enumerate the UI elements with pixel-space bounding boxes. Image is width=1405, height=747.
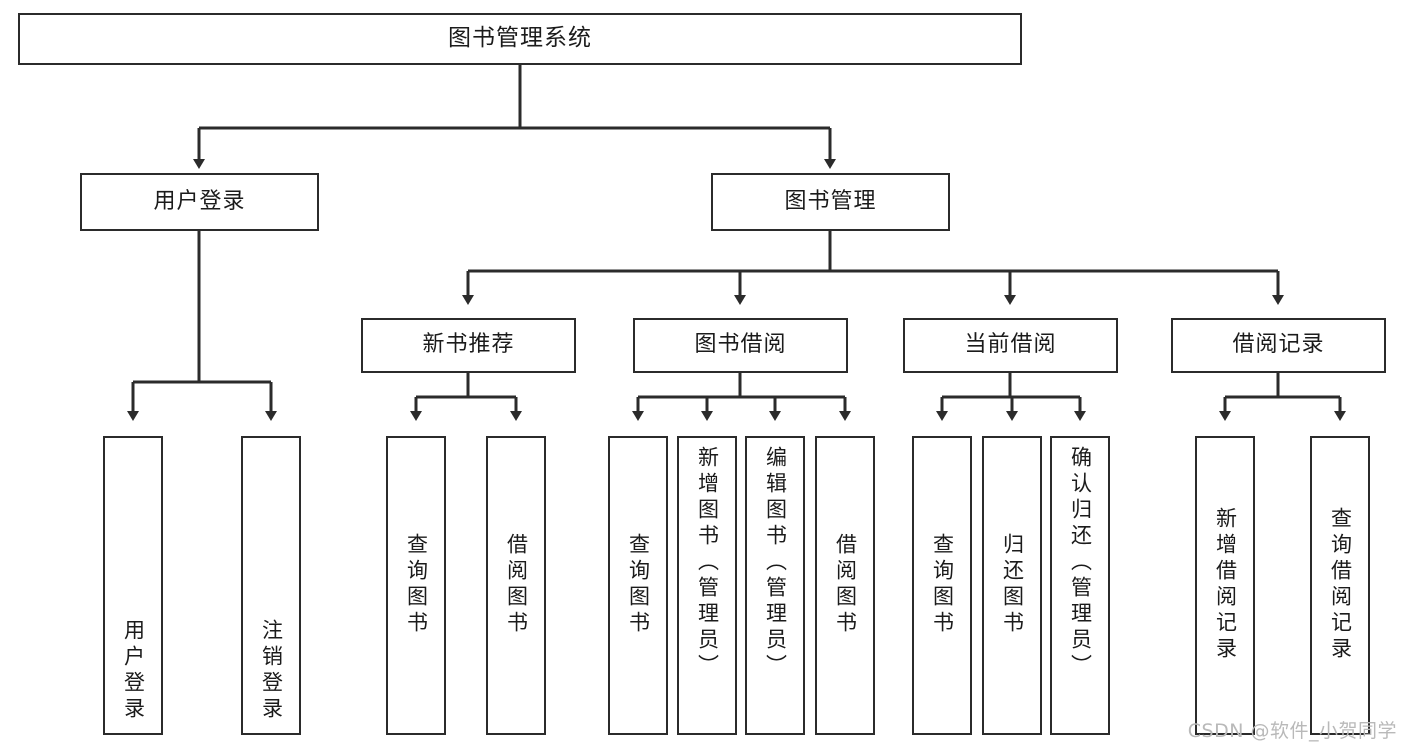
node-label: 借阅图书 xyxy=(833,532,858,637)
node-new-book-recommend[interactable]: 新书推荐 xyxy=(361,318,576,373)
node-label: 查询图书 xyxy=(404,532,429,637)
node-label: 查询图书 xyxy=(626,532,651,637)
node-label: 借阅记录 xyxy=(1232,332,1325,358)
node-label: 新书推荐 xyxy=(422,332,515,358)
node-book-borrow[interactable]: 图书借阅 xyxy=(633,318,848,373)
leaf-confirm-return[interactable]: 确认归还（管理员） xyxy=(1050,436,1110,735)
watermark: CSDN @软件_小贺同学 xyxy=(1187,720,1397,742)
leaf-borrow-book-2[interactable]: 借阅图书 xyxy=(815,436,875,735)
node-label: 新增借阅记录 xyxy=(1213,506,1238,663)
leaf-borrow-book-1[interactable]: 借阅图书 xyxy=(486,436,546,735)
leaf-return-book[interactable]: 归还图书 xyxy=(982,436,1042,735)
node-label: 当前借阅 xyxy=(964,332,1057,358)
node-label: 用户登录 xyxy=(121,619,146,723)
leaf-query-book-1[interactable]: 查询图书 xyxy=(386,436,446,735)
leaf-add-borrow-record[interactable]: 新增借阅记录 xyxy=(1195,436,1255,735)
node-label: 用户登录 xyxy=(153,188,246,214)
node-label: 图书借阅 xyxy=(694,332,787,358)
node-label: 图书管理系统 xyxy=(448,25,592,52)
leaf-query-borrow-record[interactable]: 查询借阅记录 xyxy=(1310,436,1370,735)
node-book-management[interactable]: 图书管理 xyxy=(711,173,950,231)
node-label: 注销登录 xyxy=(259,619,284,723)
leaf-add-book[interactable]: 新增图书（管理员） xyxy=(677,436,737,735)
node-label: 新增图书（管理员） xyxy=(695,446,720,680)
leaf-query-book-2[interactable]: 查询图书 xyxy=(608,436,668,735)
node-label: 图书管理 xyxy=(784,188,877,214)
node-current-borrow[interactable]: 当前借阅 xyxy=(903,318,1118,373)
node-label: 归还图书 xyxy=(1000,532,1025,637)
node-label: 查询图书 xyxy=(930,532,955,637)
leaf-logout[interactable]: 注销登录 xyxy=(241,436,301,735)
node-label: 确认归还（管理员） xyxy=(1068,446,1093,680)
node-label: 借阅图书 xyxy=(504,532,529,637)
leaf-user-login[interactable]: 用户登录 xyxy=(103,436,163,735)
node-label: 编辑图书（管理员） xyxy=(763,446,788,680)
node-root-book-management-system[interactable]: 图书管理系统 xyxy=(18,13,1022,65)
leaf-edit-book[interactable]: 编辑图书（管理员） xyxy=(745,436,805,735)
node-borrow-record[interactable]: 借阅记录 xyxy=(1171,318,1386,373)
node-user-login[interactable]: 用户登录 xyxy=(80,173,319,231)
leaf-query-book-3[interactable]: 查询图书 xyxy=(912,436,972,735)
node-label: 查询借阅记录 xyxy=(1328,506,1353,663)
